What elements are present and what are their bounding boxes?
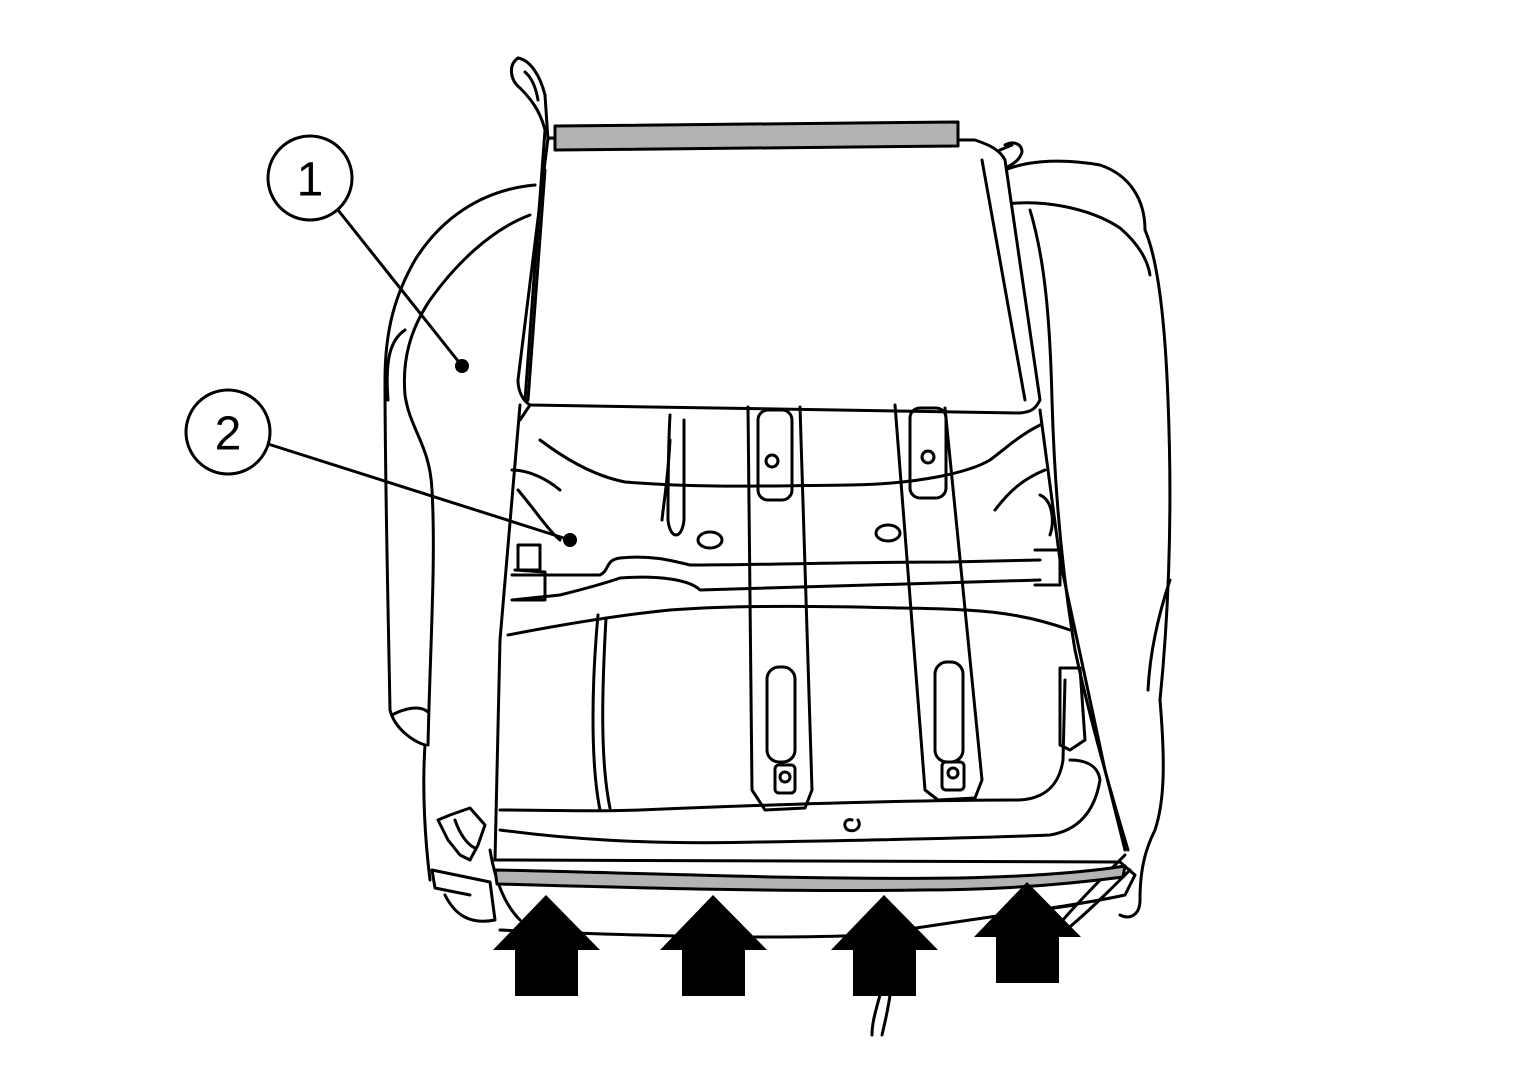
callout-2-circle: [184, 388, 272, 476]
top-retaining-strip: [553, 120, 960, 152]
wire-harness: [870, 993, 892, 1037]
left-bolster: [383, 183, 537, 882]
callout-1-dot: [455, 359, 469, 373]
bottom-retaining-strip: [493, 864, 1127, 893]
frame-hole-right: [874, 523, 902, 543]
seat-slat-right: [893, 403, 984, 802]
seat-frame: [493, 403, 1102, 862]
callout-2-label: 2: [215, 408, 242, 461]
up-arrow-1: [493, 895, 600, 996]
rear-flap: [516, 136, 1042, 422]
hook-tab: [510, 56, 550, 402]
callout-2: 2: [184, 388, 577, 547]
up-arrow-4: [974, 882, 1081, 983]
seat-slat-left: [746, 405, 814, 812]
frame-hole-left: [696, 530, 724, 550]
callout-1-circle: [266, 134, 354, 222]
frame-clip: [843, 818, 861, 833]
callout-1: 1: [266, 134, 469, 373]
callout-1-label: 1: [297, 154, 324, 207]
up-arrow-3: [831, 895, 938, 996]
callout-2-dot: [563, 533, 577, 547]
corner-flaps: [430, 806, 522, 923]
push-arrows: [493, 882, 1081, 996]
up-arrow-2: [660, 895, 767, 996]
